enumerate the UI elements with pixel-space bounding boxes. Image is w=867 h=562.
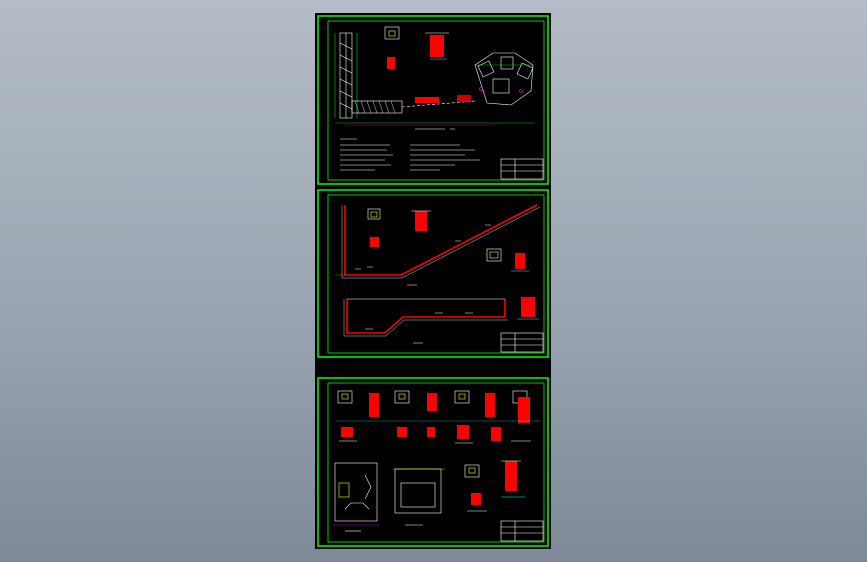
sheet-2[interactable] [317, 189, 549, 358]
sheet-3-detail-group-c [464, 460, 525, 512]
sheet-3-outer-border [317, 377, 549, 547]
sheet-1-outer-border [317, 15, 549, 185]
sheet-2-section-details [367, 208, 529, 272]
sheet-2-profile-lower [343, 297, 539, 344]
sheet-2-title-block[interactable] [500, 332, 544, 353]
sheet-3-large-section-a [333, 462, 379, 532]
sheet-1-section-details [384, 26, 449, 69]
sheet-3-large-section-b [393, 468, 445, 526]
sheet-3[interactable] [317, 377, 549, 547]
sheet-3-title-block[interactable] [500, 520, 544, 542]
sheet-1-plan-channel [335, 95, 535, 126]
drawing-svg [317, 15, 549, 547]
sheet-1-junction-plan [474, 52, 534, 106]
sheet-1[interactable] [317, 15, 549, 185]
sheet-1-plan-wall [334, 32, 358, 119]
sheet-2-profile-upper [335, 204, 541, 286]
sheet-2-outer-border [317, 189, 549, 358]
sheet-1-inner-border [327, 20, 545, 181]
model-space-canvas[interactable] [315, 13, 551, 549]
sheet-2-inner-border [327, 194, 545, 354]
sheet-3-inner-border [327, 382, 545, 543]
sheet-3-detail-row-2 [339, 425, 531, 444]
sheet-1-notes [340, 138, 480, 171]
sheet-3-detail-row-1 [335, 390, 541, 423]
sheet-1-title-block[interactable] [500, 158, 544, 180]
